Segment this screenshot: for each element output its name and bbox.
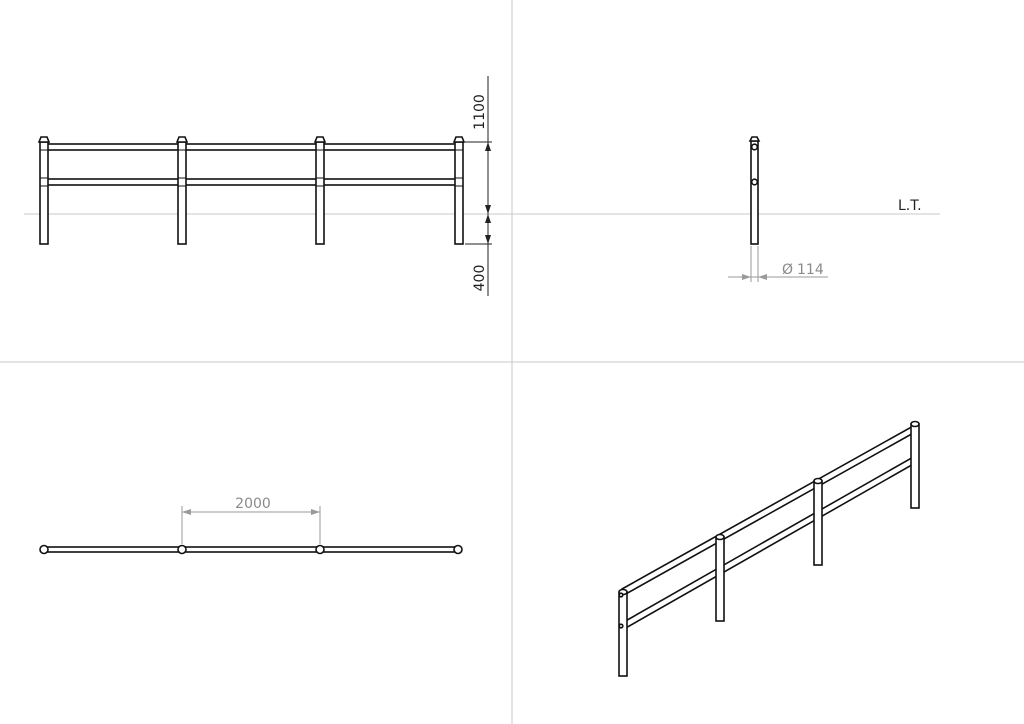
top-view: 2000 [39, 496, 463, 555]
spacing-label: 2000 [235, 496, 271, 512]
diameter-symbol: Ø [782, 262, 793, 278]
iso-middle-rail [621, 454, 918, 631]
iso-post-3 [813, 477, 823, 566]
diameter-value: 114 [797, 262, 824, 278]
front-height-dimension: 1100 400 [465, 76, 492, 296]
front-middle-rail [45, 178, 461, 186]
top-post-3 [315, 544, 325, 555]
front-post-3 [313, 136, 327, 245]
front-view: 1100 400 [37, 76, 492, 296]
top-post-2 [177, 544, 187, 555]
iso-post-1 [618, 588, 628, 677]
iso-post-2 [715, 533, 725, 622]
front-post-2 [175, 136, 189, 245]
top-rail [43, 546, 459, 553]
dim-height-above-label: 1100 [472, 94, 488, 130]
dim-depth-below-label: 400 [472, 265, 488, 292]
top-post-4 [453, 544, 463, 555]
top-post-1 [39, 544, 49, 555]
front-post-1 [37, 136, 51, 245]
diameter-dimension: Ø 114 [728, 246, 828, 282]
spacing-dimension: 2000 [181, 496, 321, 544]
side-view: L.T. Ø 114 [728, 136, 922, 282]
iso-top-rail [621, 423, 918, 597]
iso-post-4 [910, 420, 920, 509]
front-top-rail [45, 143, 461, 151]
side-post [748, 136, 761, 245]
isometric-view [618, 420, 920, 677]
ground-label: L.T. [898, 198, 922, 214]
front-post-4 [452, 136, 466, 245]
